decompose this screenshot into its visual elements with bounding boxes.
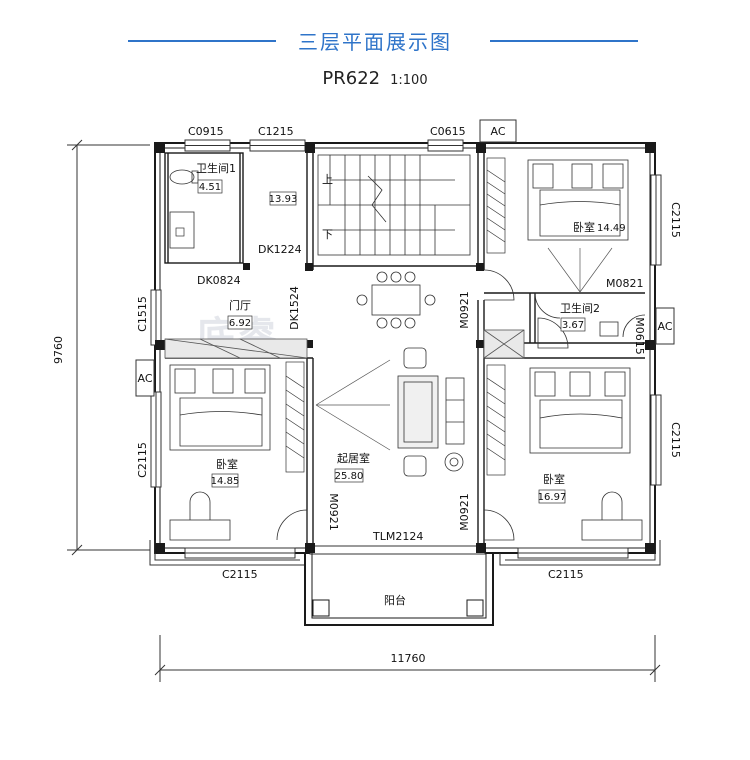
title-rule-left [128,40,276,42]
bed-icon-w [169,364,271,451]
toilet-icon [169,169,199,185]
window-label-c0615: C0615 [430,125,466,138]
bedroom-w-name: 卧室 [216,457,238,471]
bathroom1-area-box [197,179,223,194]
stair-area: 13.93 [269,194,298,205]
window-label-c0915: C0915 [188,125,224,138]
height-dimension-label: 9760 [52,336,65,364]
foyer-area: 6.92 [229,318,251,329]
sofa-set-icon [397,347,465,477]
bathroom2-area-box [560,317,586,332]
bedroom-e-area: 16.97 [538,492,567,503]
dimension-width [154,635,661,682]
bathroom1-name: 卫生间1 [196,161,236,175]
plan-code-line: PR622 1:100 [0,68,750,89]
door-label-dk1524: DK1524 [288,286,301,330]
view-arrows [315,247,613,451]
bedroom-e-area-box [538,489,566,504]
wardrobe-w [285,361,305,473]
staircase [317,154,471,256]
window-label-c2115-e: C2115 [669,422,682,458]
dimension-height [67,139,150,556]
top-windows [184,139,464,152]
bedroom-ne-area: 14.49 [597,223,626,234]
living-area: 25.80 [335,471,364,482]
stair-up-label: 上 [322,173,333,186]
door-label-m0921-b: M0921 [327,493,340,531]
wardrobe-e [486,364,506,476]
ac-units [135,119,675,397]
stair-down-label: 下 [322,228,333,241]
door-label-m0615: M0615 [633,317,646,355]
bedroom-w-area-box [211,473,239,488]
door-label-tlm2124: TLM2124 [372,530,423,543]
title-rule-right [490,40,638,42]
ac-label-east: AC [657,320,672,333]
window-label-c2115-sw: C2115 [222,568,258,581]
window-label-c2115-se: C2115 [548,568,584,581]
columns [155,143,655,553]
plan-scale: 1:100 [390,73,428,88]
drain-icon [175,227,185,237]
dining-table-icon [356,271,436,329]
window-label-c2115-w: C2115 [136,442,149,478]
door-label-dk0824: DK0824 [197,274,241,287]
ac-label-top: AC [490,125,505,138]
foyer-area-box [227,315,253,330]
bed-icon-ne [527,159,629,241]
plan-code: PR622 [322,68,381,89]
width-dimension-label: 11760 [391,652,426,665]
bathroom2-name: 卫生间2 [560,301,600,315]
bedroom-e-name: 卧室 [543,472,565,486]
door-label-dk1224: DK1224 [258,243,302,256]
bedroom-ne-name: 卧室 [573,220,595,234]
door-label-m0921-a: M0921 [458,291,471,329]
bathroom2-area: 3.67 [562,320,584,331]
desk-w [169,491,231,541]
door-swings [276,269,646,541]
balcony-label: 阳台 [384,593,406,607]
desk-e [581,491,643,541]
living-name: 起居室 [337,451,370,465]
page-title: 三层平面展示图 [298,30,452,54]
door-label-m0921-c: M0921 [458,493,471,531]
stair-area-box [269,191,297,206]
wardrobe-ne [486,157,506,254]
ac-label-west: AC [137,372,152,385]
side-windows [150,174,662,488]
foyer-name: 门厅 [229,298,251,312]
bed-icon-e [529,367,631,454]
window-label-c2115-ne: C2115 [669,202,682,238]
bedroom-w-area: 14.85 [211,476,240,487]
balcony-outline [304,553,494,626]
shower-icon [169,211,195,249]
beam-bands [164,329,525,359]
window-label-c1215: C1215 [258,125,294,138]
bottom-windows [184,545,629,559]
living-area-box [334,468,364,483]
door-label-m0821: M0821 [606,277,644,290]
bathroom1-area: 4.51 [199,182,221,193]
window-label-c1515: C1515 [136,296,149,332]
sink-icon [599,321,619,337]
